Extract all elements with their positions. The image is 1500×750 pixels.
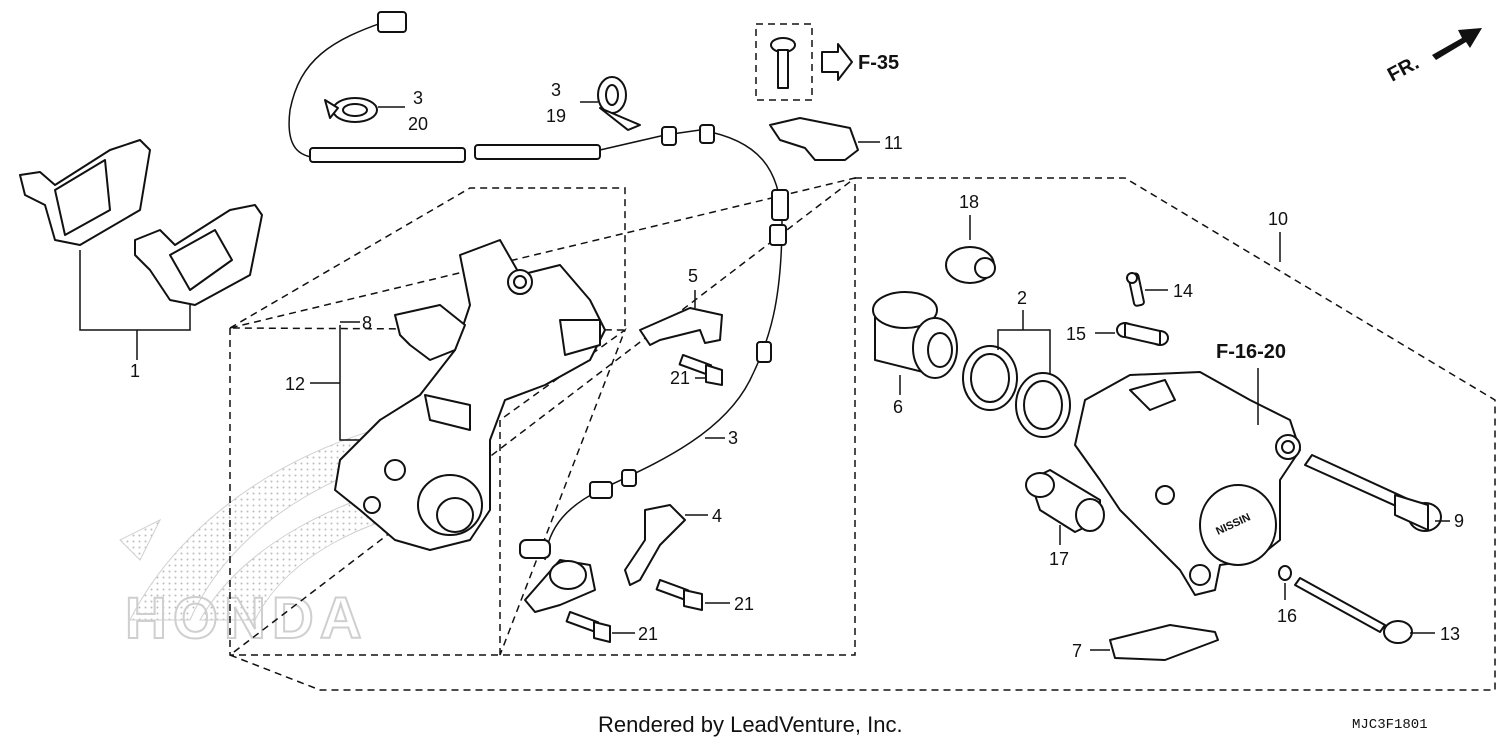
bleeder-bolt-15 (1116, 322, 1169, 346)
flange-bolt-21-b (655, 578, 703, 611)
callout-21b: 21 (734, 594, 754, 614)
leader-2-bracket (997, 329, 1051, 375)
callout-4: 4 (712, 506, 722, 526)
f35-arrow (821, 43, 853, 81)
honda-watermark-text: HONDA (125, 586, 368, 651)
reference-f1620: F-16-20 (1216, 341, 1286, 363)
reference-f35: F-35 (858, 52, 899, 74)
front-direction-arrow-icon: FR. (1384, 28, 1482, 86)
pad-pin-13 (1294, 577, 1413, 644)
flange-bolt-21-a (678, 354, 723, 386)
f35-reference-box (755, 23, 813, 101)
callout-21c: 21 (638, 624, 658, 644)
callout-15: 15 (1066, 324, 1086, 344)
callout-21a: 21 (670, 368, 690, 388)
bracket-assembly-outline (229, 177, 856, 656)
callout-14: 14 (1173, 281, 1193, 301)
callout-8: 8 (362, 313, 372, 333)
sensor-cable (288, 11, 789, 561)
footer-credit: Rendered by LeadVenture, Inc. (598, 712, 903, 737)
callout-18: 18 (959, 192, 979, 212)
caliper-pin-17 (1025, 469, 1105, 533)
sensor-guide-4 (624, 504, 686, 586)
callout-3c: 3 (728, 428, 738, 448)
callout-1: 1 (130, 361, 140, 381)
callout-3b: 3 (551, 80, 561, 100)
callout-12: 12 (285, 374, 305, 394)
cable-guide-5 (639, 307, 723, 346)
bracket-group-outline (227, 187, 626, 331)
diagram-code: MJC3F1801 (1352, 717, 1428, 733)
callout-7: 7 (1072, 641, 1082, 661)
leader-12-bracket (339, 325, 360, 441)
cable-clip-19 (597, 76, 641, 131)
callout-3a: 3 (413, 88, 423, 108)
cable-guide-11 (769, 117, 859, 161)
leader-1 (79, 250, 191, 331)
pad-spring-7 (1109, 624, 1219, 661)
callout-9: 9 (1454, 511, 1464, 531)
callout-13: 13 (1440, 624, 1460, 644)
cable-clip-20 (324, 97, 378, 123)
front-direction-label: FR. (1384, 52, 1423, 87)
pad-spring-8 (394, 304, 466, 361)
caliper-piston-6 (872, 291, 958, 379)
callout-5: 5 (688, 266, 698, 286)
bleeder-cap-18 (945, 246, 996, 284)
callout-20: 20 (408, 114, 428, 134)
caliper-assembly-outline (228, 177, 1496, 691)
brake-pad-set (19, 139, 263, 306)
callout-6: 6 (893, 397, 903, 417)
callout-17: 17 (1049, 549, 1069, 569)
caliper-bracket (334, 239, 606, 551)
callout-2: 2 (1017, 288, 1027, 308)
f35-bolt (770, 37, 796, 89)
piston-seal-set-2 (962, 345, 1071, 438)
retaining-clip-16 (1278, 565, 1292, 581)
callout-11: 11 (884, 133, 903, 153)
flange-bolt-21-c (565, 610, 611, 643)
callout-19: 19 (546, 106, 566, 126)
caliper-body: NISSIN (1074, 371, 1301, 596)
slide-pin-9 (1304, 454, 1442, 532)
callout-10: 10 (1268, 209, 1288, 229)
callout-16: 16 (1277, 606, 1297, 626)
speed-sensor (519, 539, 596, 613)
bleeder-valve-14 (1126, 272, 1145, 307)
